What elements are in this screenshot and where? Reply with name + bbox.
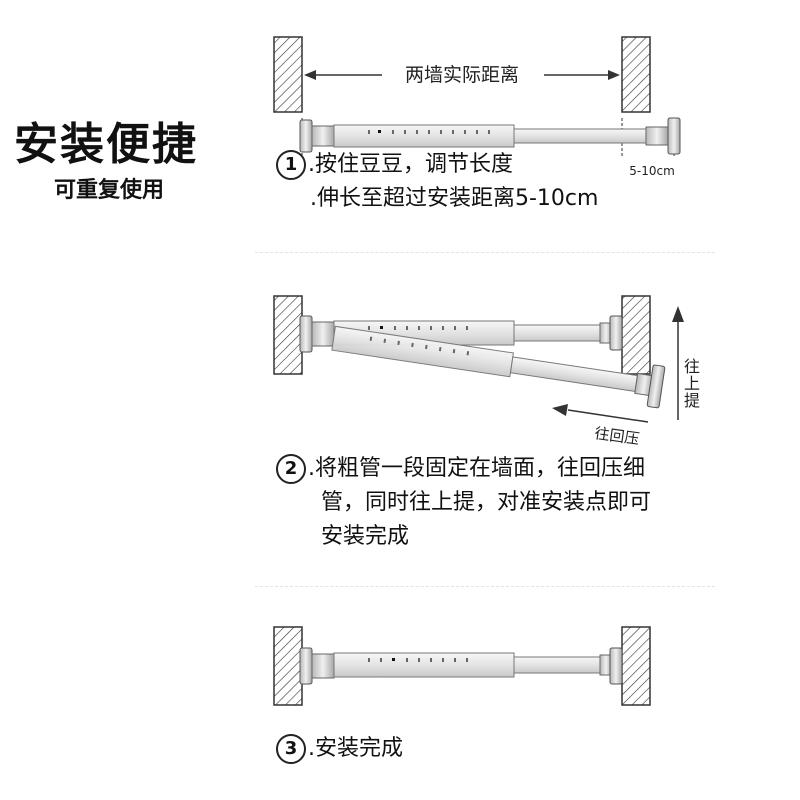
wall-hatch-icon — [273, 626, 303, 706]
page-subtitle: 可重复使用 — [54, 178, 165, 203]
step-1-line-2: .伸长至超过安装距离5-10cm — [310, 186, 599, 211]
step-2-line-3: 安装完成 — [321, 524, 410, 549]
step-3: 3.安装完成 — [276, 732, 403, 766]
step-2-line-1: .将粗管一段固定在墙面，往回压细 — [308, 456, 645, 481]
step-1: 1.按住豆豆，调节长度 .伸长至超过安装距离5-10cm — [276, 148, 598, 216]
diagram-3 — [273, 626, 651, 706]
up-label-1: 往 — [684, 357, 700, 376]
step-2-number: 2 — [276, 454, 306, 484]
wall-hatch-icon — [621, 295, 651, 375]
wall-hatch-icon — [273, 295, 303, 375]
section-divider — [255, 586, 715, 587]
step-2: 2.将粗管一段固定在墙面，往回压细 管，同时往上提，对准安装点即可 安装完成 — [276, 452, 716, 554]
step-3-text: .安装完成 — [308, 736, 403, 761]
step-1-line-1: .按住豆豆，调节长度 — [308, 152, 513, 177]
distance-label: 两墙实际距离 — [405, 64, 519, 86]
tension-rod-icon — [299, 117, 681, 155]
press-back-label: 往回压 — [593, 424, 640, 448]
tension-rod-icon — [299, 647, 623, 685]
step-3-number: 3 — [276, 734, 306, 764]
step-1-number: 1 — [276, 150, 306, 180]
wall-hatch-icon — [273, 36, 303, 113]
step-2-line-2: 管，同时往上提，对准安装点即可 — [321, 490, 652, 515]
section-divider — [255, 252, 715, 253]
up-arrow-icon — [672, 306, 684, 420]
page-title: 安装便捷 — [14, 119, 198, 170]
extra-length-label: 5-10cm — [629, 164, 675, 178]
distance-arrow-icon — [304, 70, 620, 80]
wall-hatch-icon — [621, 36, 651, 113]
diagram-1: 两墙实际距离 5-10cm — [273, 36, 681, 178]
tension-rod-icon — [331, 325, 666, 409]
press-back-arrow-icon — [552, 404, 649, 423]
up-label-2: 上 — [684, 374, 700, 393]
diagram-2: 往 上 提 往回压 — [273, 295, 700, 448]
wall-hatch-icon — [621, 626, 651, 706]
up-label-3: 提 — [684, 391, 700, 410]
